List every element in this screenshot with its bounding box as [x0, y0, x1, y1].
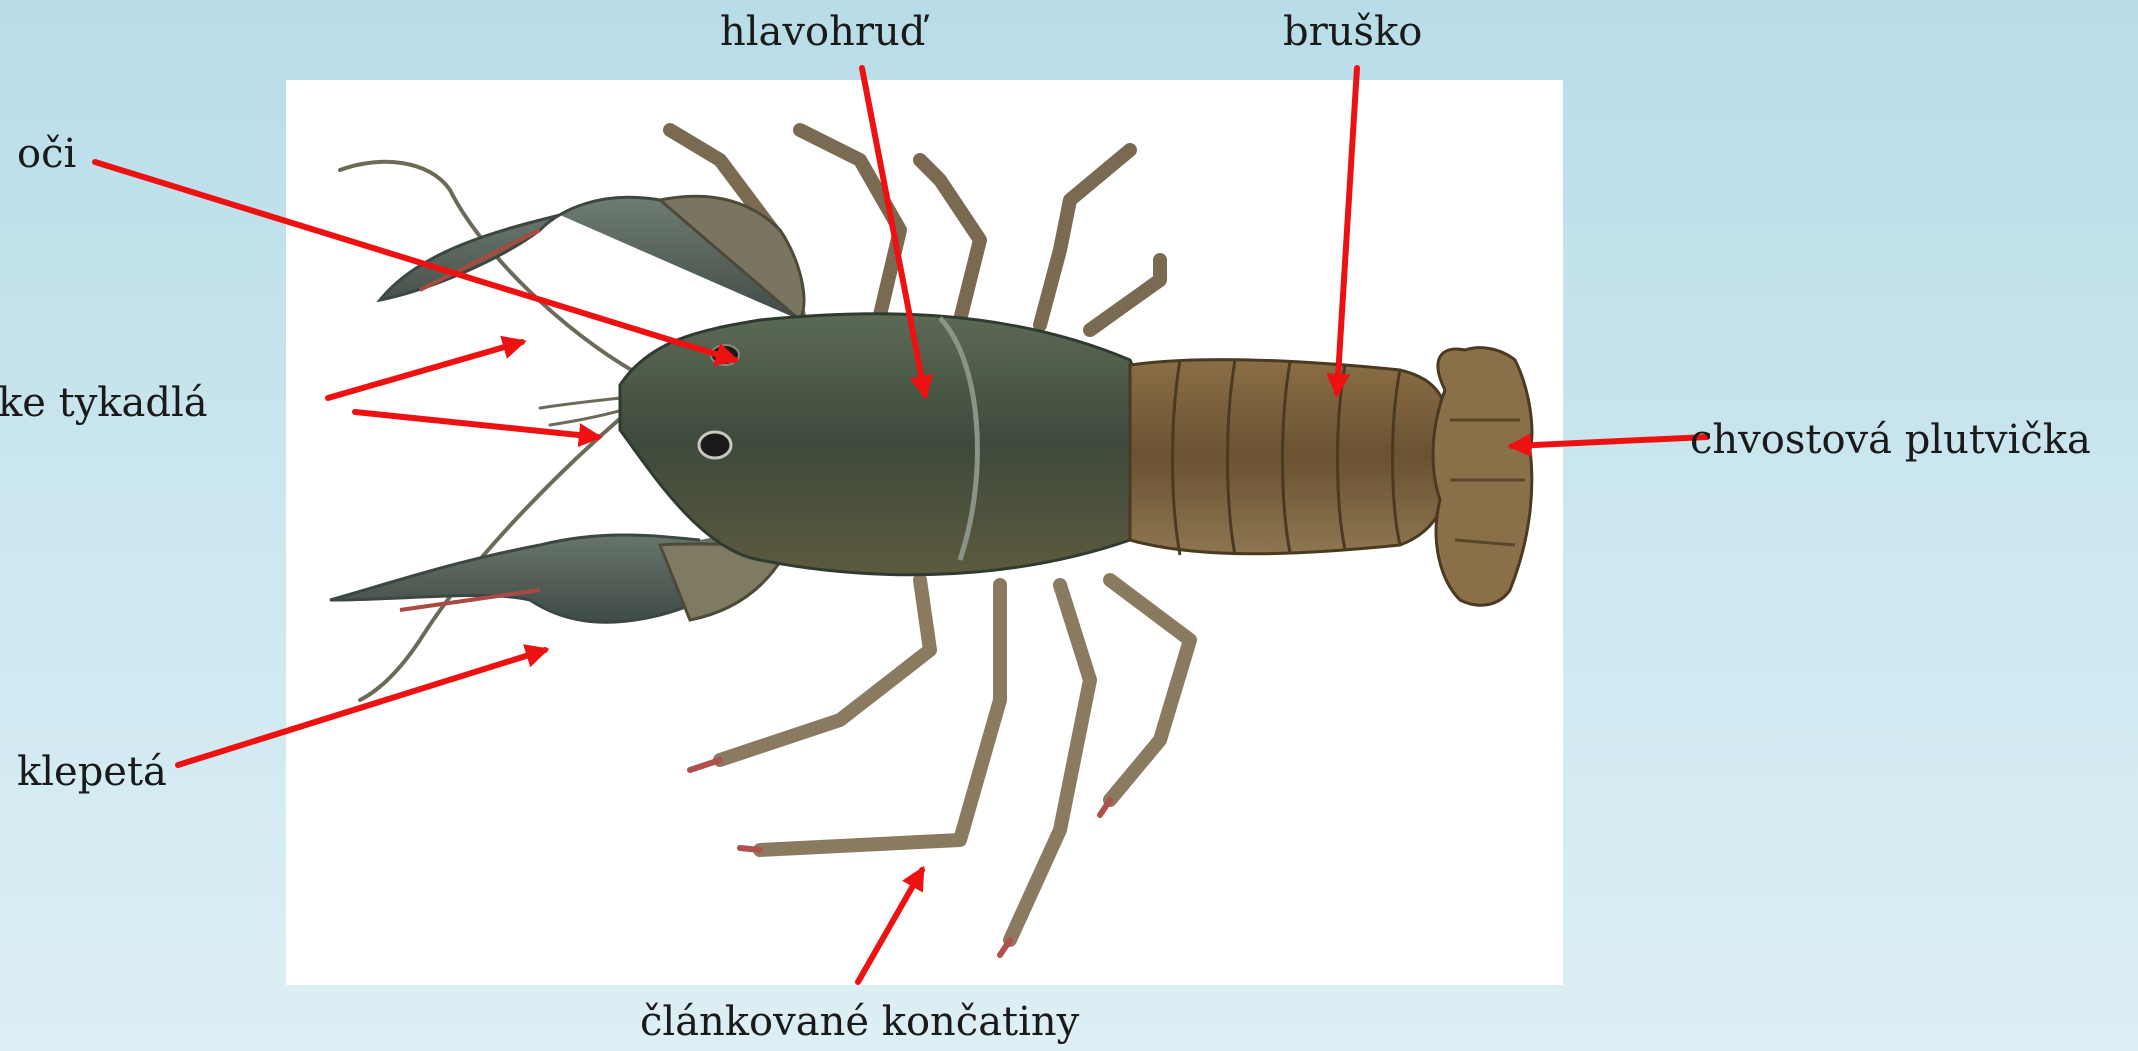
label-chvost: chvostová plutvička — [1690, 420, 2091, 460]
arrow-hlavohrud — [862, 68, 925, 395]
arrow-koncatiny — [858, 870, 922, 982]
arrow-tykadla-lower — [355, 412, 598, 437]
label-oci: oči — [17, 134, 76, 174]
arrow-oci — [95, 162, 735, 360]
label-tykadla: ke tykadlá — [0, 383, 208, 423]
label-hlavohrud: hlavohruď — [720, 12, 925, 52]
arrow-tykadla-upper — [328, 342, 522, 398]
arrow-brusko — [1337, 68, 1357, 393]
label-brusko: bruško — [1283, 12, 1422, 52]
arrow-klepeta — [178, 650, 545, 765]
label-klepeta: klepetá — [17, 752, 167, 792]
label-koncatiny: článkované končatiny — [640, 1002, 1079, 1042]
arrow-chvost — [1512, 437, 1707, 446]
